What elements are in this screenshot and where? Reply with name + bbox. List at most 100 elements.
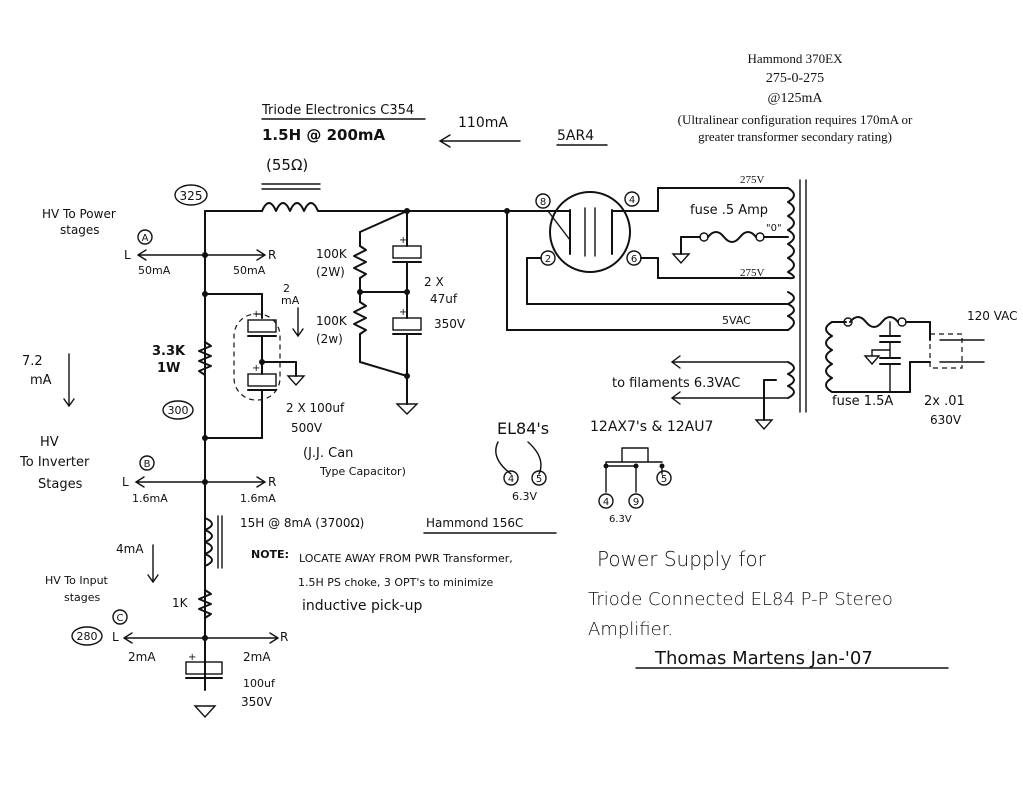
- reservoir-caps-value: 47uf: [430, 292, 458, 306]
- choke1-dcr: (55Ω): [266, 156, 308, 174]
- node-a-voltage: 325: [180, 189, 203, 203]
- el84-pin-b: 5: [536, 474, 542, 485]
- ground-icon: [395, 403, 419, 415]
- junction: [202, 479, 208, 485]
- node-b-right-current: 1.6mA: [240, 492, 276, 505]
- mains-label: 120 VAC: [967, 309, 1018, 323]
- filament-winding: [787, 361, 795, 399]
- transformer-note-1: (Ultralinear configuration requires 170m…: [678, 112, 913, 127]
- node-c-tag: C: [117, 613, 124, 624]
- rectifier-cathode: [584, 207, 596, 257]
- primary-winding: [825, 321, 833, 393]
- mains-plug: [929, 333, 963, 369]
- node-b-tag-circle: [139, 455, 155, 471]
- cap-polarity: +: [252, 363, 260, 374]
- fuse-terminal: [755, 232, 765, 242]
- transformer-rating: 275-0-275: [766, 71, 824, 86]
- node-a: HV To Power stages A L R 50mA 50mA: [42, 207, 276, 277]
- junction: [659, 463, 665, 469]
- title-author: Thomas Martens Jan-'07: [654, 648, 873, 669]
- reservoir-section: + + 100K (2W) 100K (2w) 2 X 47uf 350V: [316, 210, 466, 415]
- junction: [603, 463, 609, 469]
- can-cap-value: 2 X 100uf: [286, 401, 345, 415]
- cap-polarity: +: [399, 235, 407, 246]
- node-c-right: R: [280, 630, 288, 644]
- transformer-spec: Hammond 370EX 275-0-275 @125mA (Ultralin…: [678, 51, 913, 144]
- bleeder-resistor-2: [353, 301, 367, 335]
- junction: [404, 289, 410, 295]
- choke2-section: 15H @ 8mA (3700Ω) Hammond 156C 4mA NOTE:…: [116, 515, 557, 619]
- el84-heater-leads: [495, 441, 542, 475]
- node-c-cap-value: 100uf: [243, 677, 276, 690]
- node-b-voltage: 300: [168, 404, 189, 417]
- ground-icon: [671, 253, 691, 265]
- el84-pin-circle: [503, 470, 519, 486]
- choke2-spec: 15H @ 8mA (3700Ω): [240, 516, 364, 530]
- rectifier-pin-8: 8: [540, 197, 546, 208]
- node-a-title-2: stages: [60, 223, 100, 237]
- dropper-current-unit: mA: [30, 373, 52, 388]
- node-a-right-current: 50mA: [233, 264, 266, 277]
- bleeder-2-value: 100K: [316, 314, 348, 328]
- rectifier-pin-2: 2: [545, 254, 551, 265]
- junction: [202, 435, 208, 441]
- filament-arrow-top: [670, 355, 789, 369]
- node-c-left-current: 2mA: [128, 650, 156, 664]
- node-b-title-1: HV: [40, 435, 59, 450]
- ground-icon: [193, 705, 217, 719]
- hv-fuse-label: fuse .5 Amp: [690, 203, 768, 218]
- node-b-title-3: Stages: [38, 477, 83, 492]
- el84-volt: 6.3V: [512, 490, 537, 503]
- choke1-rating: 1.5H @ 200mA: [262, 126, 386, 144]
- choke1-inductor: [261, 202, 319, 212]
- node-c: HV To Input stages C 280 L R 1K 2mA 2mA …: [45, 574, 288, 719]
- can-cap-note-1: (J.J. Can: [303, 446, 353, 461]
- filaments-label: to filaments 6.3VAC: [612, 376, 740, 391]
- filament-arrow-bottom: [670, 391, 789, 405]
- bleeder-resistor-1: [353, 245, 367, 279]
- small-tubes-pin-circle: [598, 493, 614, 509]
- small-tubes-pin-c: 5: [661, 474, 667, 485]
- fuse-terminal: [897, 317, 907, 327]
- node-a-right: R: [268, 248, 276, 262]
- rect-heater-label: 5VAC: [722, 314, 751, 327]
- fuse-terminal: [699, 232, 709, 242]
- reservoir-cap-1: [392, 245, 422, 259]
- heater-connections: EL84's 4 5 6.3V 12AX7's & 12AU7 4 9 5 6.…: [495, 419, 713, 525]
- node-b-tag: B: [144, 459, 151, 470]
- mains-caps-value: 2x .01: [924, 394, 965, 409]
- choke2-inductor: [204, 517, 213, 567]
- choke1-labels: Triode Electronics C354 1.5H @ 200mA (55…: [261, 103, 608, 174]
- el84-title: EL84's: [497, 419, 549, 438]
- cap-polarity: +: [399, 307, 407, 318]
- dropper-current: 7.2: [22, 354, 43, 369]
- title-line-1: Power Supply for: [597, 547, 767, 571]
- transformer-title: Hammond 370EX: [748, 51, 844, 66]
- rectifier-tube-label: 5AR4: [557, 128, 594, 144]
- node-c-filter-cap: [185, 661, 223, 675]
- fuse-tap-label: "0": [766, 223, 782, 234]
- choke2-make: Hammond 156C: [426, 516, 523, 530]
- small-tubes-pin-b: 9: [633, 497, 639, 508]
- hv-bottom-label: 275V: [740, 267, 765, 279]
- choke1-current-arrow: [438, 134, 521, 148]
- node-a-tag: A: [142, 233, 149, 244]
- dropper-resistor-watts: 1W: [157, 361, 180, 376]
- junction: [202, 252, 208, 258]
- node-a-left-current: 50mA: [138, 264, 171, 277]
- el84-pin-circle: [531, 470, 547, 486]
- choke2-note-2: 1.5H PS choke, 3 OPT's to minimize: [298, 576, 494, 589]
- el84-pin-a: 4: [508, 474, 514, 485]
- can-cap-note-2: Type Capacitor): [319, 465, 406, 478]
- hv-top-label: 275V: [740, 174, 765, 186]
- bleeder-1-value: 100K: [316, 247, 348, 261]
- mains-caps-voltage: 630V: [930, 413, 962, 427]
- cap-polarity: +: [252, 309, 260, 320]
- small-tubes-pin-circle: [656, 470, 672, 486]
- bleeder-1-watts: (2W): [316, 265, 345, 279]
- transformer-note-2: greater transformer secondary rating): [698, 129, 892, 144]
- power-transformer: 275V 275V fuse .5 Amp "0" to filaments 6…: [612, 174, 1018, 431]
- mains-fuse: [849, 316, 899, 328]
- junction: [633, 463, 639, 469]
